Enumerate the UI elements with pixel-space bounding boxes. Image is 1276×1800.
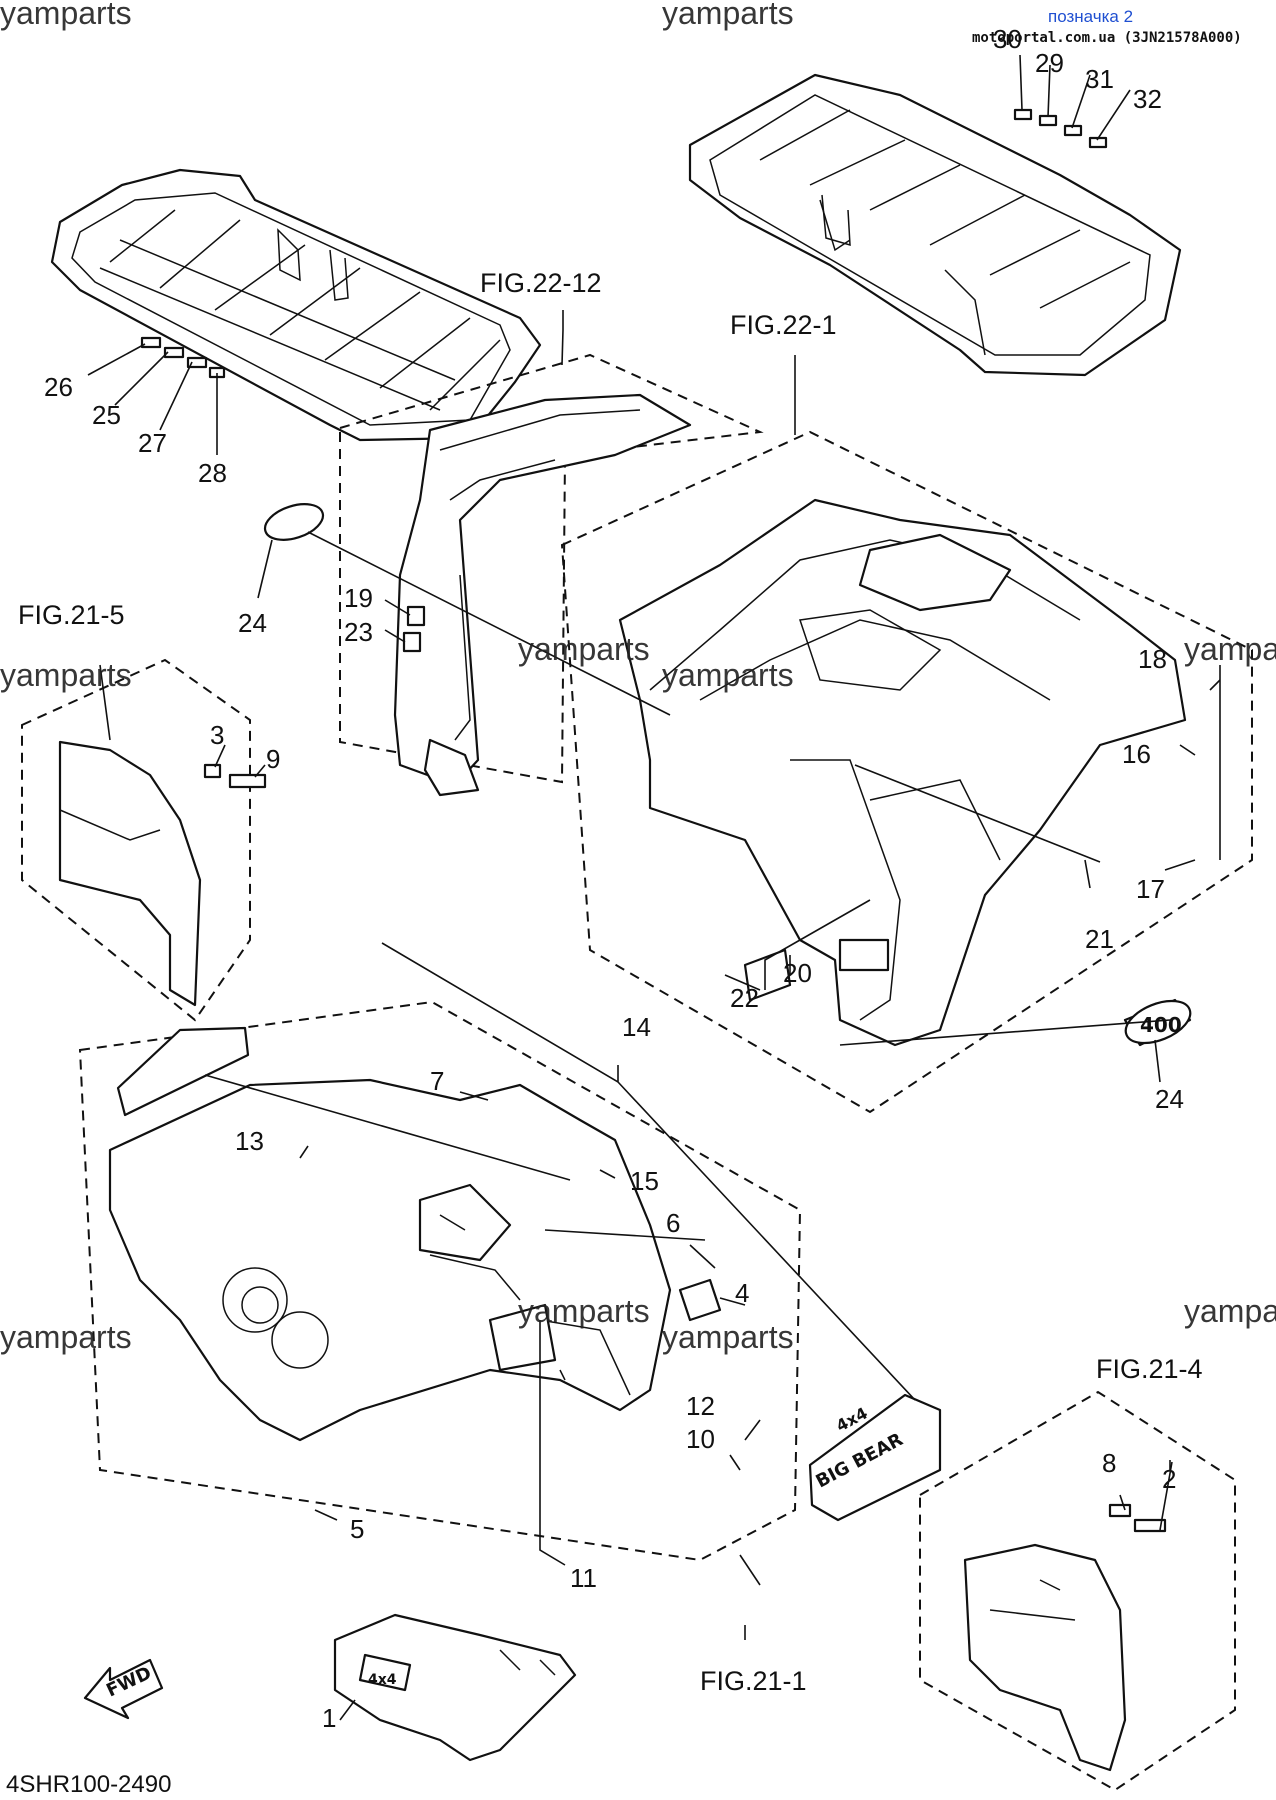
watermark: yamparts [518,1293,650,1329]
watermark: yamparts [1184,1293,1276,1329]
decal-27 [186,356,208,369]
emblem-400: 400 [1123,998,1192,1047]
source-badge: позначка 2 motoportal.com.ua (3JN21578A0… [972,7,1242,46]
callout-24-top: 24 [238,608,267,638]
callout-31: 31 [1085,64,1114,94]
callout-19: 19 [344,583,373,613]
callout-8: 8 [1102,1448,1116,1478]
callout-10: 10 [686,1424,715,1454]
decal-30 [1013,108,1033,121]
callout-24-bottom: 24 [1155,1084,1184,1114]
callout-17: 17 [1136,874,1165,904]
emblem-big-bear: 4x4 BIG BEAR [808,1393,942,1522]
bookmark-link[interactable]: позначка 2 [1048,7,1133,26]
callout-15: 15 [630,1166,659,1196]
fig-ref-22-12: FIG.22-12 [480,268,602,298]
callout-2: 2 [1162,1464,1176,1494]
callout-29: 29 [1035,48,1064,78]
fig-22-1-group [560,430,1253,1114]
callout-18: 18 [1138,644,1167,674]
callout-23: 23 [344,617,373,647]
decal-29 [1038,114,1058,127]
fig-ref-21-5: FIG.21-5 [18,600,125,630]
decal-19 [406,605,426,627]
watermark: yamparts [518,631,650,667]
emblem-400-text: 400 [1140,1013,1182,1037]
callout-13: 13 [235,1126,264,1156]
callout-3: 3 [210,720,224,750]
figure-references: FIG.22-12 FIG.22-1 FIG.21-5 FIG.21-4 FIG… [18,268,1203,1696]
callout-30: 30 [993,24,1022,54]
decal-24-top [263,503,325,541]
front-bumper: 4x4 [333,1613,577,1762]
watermark: yamparts [0,0,132,31]
callout-9: 9 [266,744,280,774]
watermark: yamparts [662,657,794,693]
fig-21-1-group [78,1000,802,1562]
callout-5: 5 [350,1514,364,1544]
callout-28: 28 [198,458,227,488]
callout-1: 1 [322,1703,336,1733]
callout-27: 27 [138,428,167,458]
callout-7: 7 [430,1066,444,1096]
leader-lines [87,54,1221,1721]
watermark: yampa [1184,631,1276,667]
callout-14: 14 [622,1012,651,1042]
diagram-code: 4SHR100-2490 [6,1771,171,1798]
decal-25 [163,346,185,359]
callout-16: 16 [1122,739,1151,769]
windshield [116,1026,250,1117]
fig-ref-21-1: FIG.21-1 [700,1666,807,1696]
callout-22: 22 [730,983,759,1013]
rear-carrier-rack [688,73,1182,377]
watermark: yamparts [662,1319,794,1355]
watermark: yamparts [662,0,794,31]
watermark: yamparts [0,1319,132,1355]
callout-26: 26 [44,372,73,402]
part-4-plate [678,1278,722,1322]
watermarks: yamparts yamparts yamparts yamparts yamp… [0,0,1276,1355]
callout-12: 12 [686,1391,715,1421]
callout-25: 25 [92,400,121,430]
decal-26 [140,336,162,349]
callout-labels: 1 2 3 4 5 6 7 8 9 10 11 12 13 14 15 16 1… [44,24,1184,1733]
fig-22-12-group [339,353,764,797]
callout-6: 6 [666,1208,680,1238]
callout-32: 32 [1133,84,1162,114]
source-site: motoportal.com.ua (3JN21578A000) [972,30,1242,46]
fwd-arrow: FWD [83,1658,164,1720]
decal-9 [228,773,267,789]
emblem-front-text: 4x4 [368,1672,397,1688]
part-20 [743,948,792,1002]
decal-3 [203,763,222,779]
fig-21-4-group [919,1390,1236,1792]
fig-ref-22-1: FIG.22-1 [730,310,837,340]
decal-2 [1133,1518,1167,1533]
callout-11: 11 [570,1563,597,1593]
watermark: yamparts [0,657,132,693]
fig-21-5-group [21,658,267,1022]
fig-ref-21-4: FIG.21-4 [1096,1354,1203,1384]
front-carrier-rack [50,168,542,442]
decal-8 [1108,1503,1132,1518]
callout-21: 21 [1085,924,1114,954]
callout-4: 4 [735,1278,749,1308]
headlight-cover [418,1183,512,1262]
decal-23 [402,631,422,653]
callout-20: 20 [783,958,812,988]
